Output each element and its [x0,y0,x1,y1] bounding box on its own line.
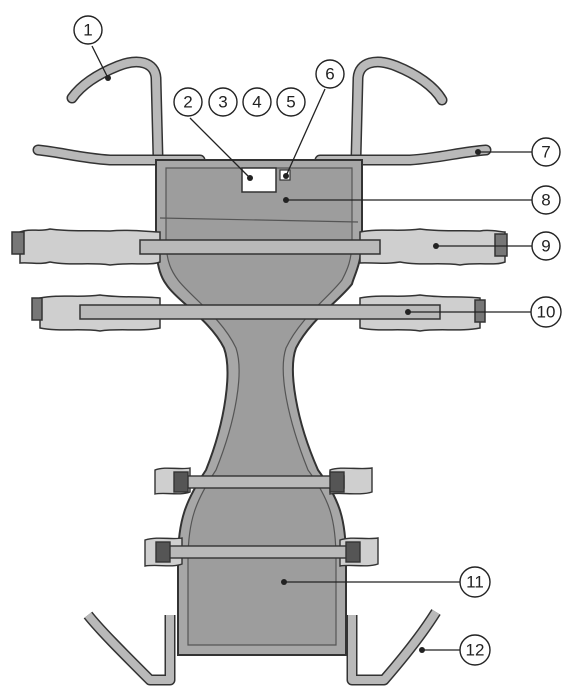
callout-11: 11 [281,566,491,598]
shoulder-strap-right [350,56,448,164]
svg-text:7: 7 [541,143,550,162]
callout-6: 6 [283,59,345,179]
leg-strap-right [346,609,441,686]
svg-text:5: 5 [286,93,295,112]
thigh-strap-upper [177,475,345,489]
svg-text:10: 10 [537,303,556,322]
buckles [11,231,508,563]
padding-upper [19,228,506,266]
head-strap-left [32,144,206,166]
callout-3: 3 [208,87,238,117]
svg-text:12: 12 [466,641,485,660]
callout-8: 8 [283,185,561,215]
sling-body [155,159,363,656]
callouts: 1 2 3 4 5 6 7 [73,15,562,666]
callout-9: 9 [433,231,561,261]
shoulder-strap-left [66,56,164,164]
svg-text:2: 2 [183,93,192,112]
leg-strap-left [83,611,176,686]
svg-text:1: 1 [83,21,92,40]
callout-10: 10 [405,296,562,328]
callout-12: 12 [419,634,491,666]
waist-strap [79,304,441,320]
callout-2: 2 [173,87,253,181]
svg-text:3: 3 [218,93,227,112]
callout-5: 5 [276,87,306,117]
callout-7: 7 [475,137,561,167]
svg-text:8: 8 [541,191,550,210]
callout-1: 1 [73,15,111,81]
svg-text:9: 9 [541,237,550,256]
head-strap-right [314,144,492,166]
chest-strap [139,239,381,255]
svg-text:4: 4 [252,93,261,112]
thigh-strap-lower [167,545,357,559]
svg-text:6: 6 [325,65,334,84]
callout-4: 4 [242,87,272,117]
svg-text:11: 11 [466,573,484,592]
